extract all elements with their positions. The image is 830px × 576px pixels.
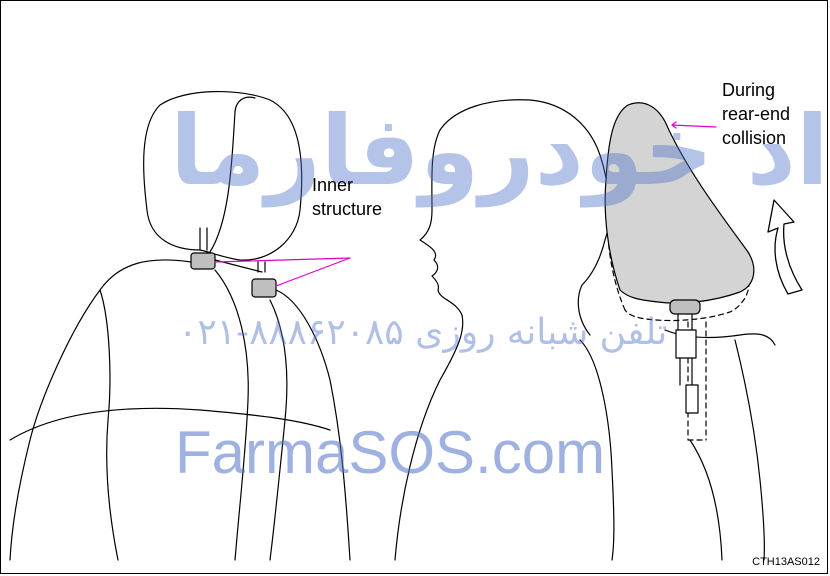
inner-structure-left	[191, 253, 215, 269]
collision-line-3: collision	[722, 126, 790, 150]
figure-code: CTH13AS012	[752, 556, 820, 568]
collision-line-2: rear-end	[722, 102, 790, 126]
inner-structure-line-1: Inner	[312, 173, 382, 197]
inner-structure-line-2: structure	[312, 197, 382, 221]
watermark-phone: ۰۲۱-۸۸۸۶۲۰۸۵ تلفن شبانه روزی	[178, 312, 667, 353]
collision-label: During rear-end collision	[722, 78, 790, 150]
upward-arrow-icon	[768, 200, 802, 294]
collision-line-1: During	[722, 78, 790, 102]
watermark-site: FarmaSOS.com	[175, 418, 605, 487]
inner-structure-label: Inner structure	[312, 173, 382, 221]
inner-structure-right	[252, 279, 276, 297]
